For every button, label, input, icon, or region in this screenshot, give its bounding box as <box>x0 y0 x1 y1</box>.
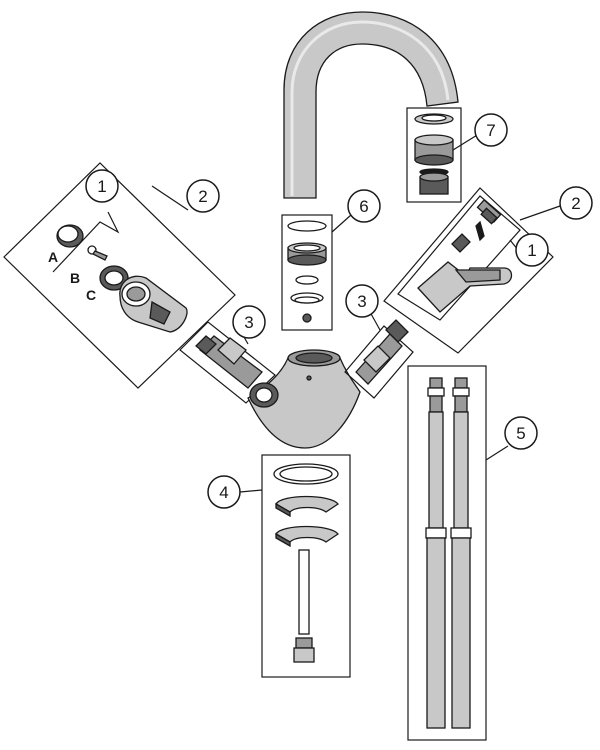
part-group-5: 5 <box>407 365 538 741</box>
box-7 <box>406 107 462 203</box>
letter-c: C <box>86 287 96 303</box>
callout-6-label: 6 <box>359 197 368 216</box>
part-group-3-left: 3 <box>179 305 276 404</box>
callout-2-left: 2 <box>186 179 220 213</box>
letter-a: A <box>48 249 58 265</box>
callout-1-right-label: 1 <box>527 241 536 260</box>
callout-5-label: 5 <box>516 424 525 443</box>
part-group-7: 7 <box>406 107 508 203</box>
box-2-right <box>383 187 554 354</box>
letter-b: B <box>70 270 80 286</box>
part-group-3-right: 3 <box>344 284 414 399</box>
box-2-left <box>3 162 236 389</box>
callout-1-left-label: 1 <box>97 177 106 196</box>
box-5 <box>407 365 487 741</box>
callout-1-left: 1 <box>85 169 119 203</box>
callout-5: 5 <box>504 416 538 450</box>
callout-1-right: 1 <box>515 233 549 267</box>
callout-2-right-label: 2 <box>571 194 580 213</box>
part-group-4: 4 <box>207 454 351 678</box>
callout-7-label: 7 <box>486 121 495 140</box>
box-3-right <box>344 325 414 399</box>
callout-3-right: 3 <box>345 284 379 318</box>
callout-7: 7 <box>474 113 508 147</box>
callout-2-left-label: 2 <box>198 187 207 206</box>
spout <box>283 11 459 199</box>
part-group-2-left: 2 1 A B C <box>3 162 236 389</box>
part-group-2-right: 1 2 <box>383 186 593 354</box>
box-6 <box>281 214 333 331</box>
callout-3-left: 3 <box>232 305 266 339</box>
callout-4-label: 4 <box>219 483 228 502</box>
callout-6: 6 <box>347 189 381 223</box>
box-4 <box>261 454 351 678</box>
part-group-6: 6 <box>281 189 381 331</box>
callout-2-right: 2 <box>559 186 593 220</box>
faucet-body <box>247 349 361 449</box>
callout-4: 4 <box>207 475 241 509</box>
box-1-right <box>397 195 521 321</box>
box-3-left <box>179 321 276 404</box>
callout-3-left-label: 3 <box>244 313 253 332</box>
callout-3-right-label: 3 <box>357 292 366 311</box>
